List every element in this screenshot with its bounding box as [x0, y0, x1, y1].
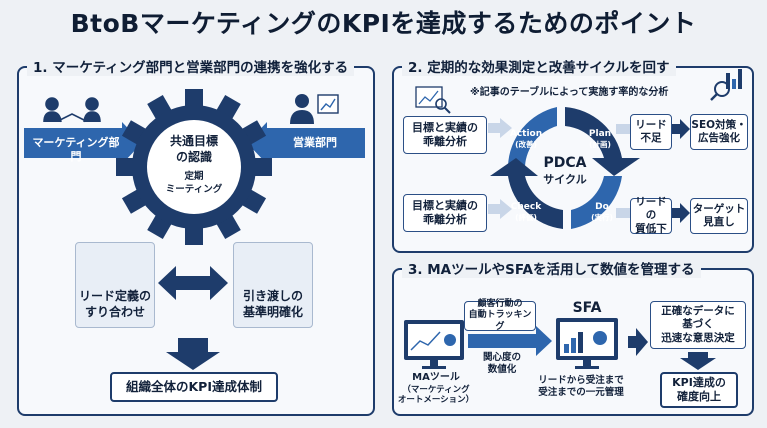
kpi-certainty-line2: 確度向上 [677, 390, 721, 403]
sfa-title: SFA [572, 300, 602, 316]
interest-score-line1: 関心度の [482, 352, 521, 363]
auto-tracking-line2: 自動トラッキング [468, 310, 532, 332]
fix-seo-ads-line2: 広告強化 [698, 132, 740, 144]
issue-lead-shortage: リード 不足 [630, 114, 672, 150]
issue-lead-quality-line2: 質低下 [635, 222, 667, 235]
pdca-plan: Plan (計画) [580, 129, 620, 150]
ma-tool-line2: （マーケティング [402, 384, 470, 395]
pdca-check-label: Check [510, 202, 542, 212]
pdca-plan-sub: (計画) [589, 140, 611, 150]
fix-seo-ads: SEO対策・ 広告強化 [690, 114, 748, 150]
handover-criteria-card [233, 242, 313, 328]
gap-analysis-bottom-line1: 目標と実績の [412, 199, 478, 213]
data-driven-decision-line1: 正確なデータに [661, 305, 735, 318]
sfa-description: リードから受注まで 受注までの一元管理 [526, 375, 636, 399]
lead-definition-card [75, 242, 155, 328]
interest-score-line2: 数値化 [487, 363, 517, 375]
kpi-system-result-text: 組織全体のKPI達成体制 [126, 379, 262, 395]
sfa-description-line2: 受注までの一元管理 [538, 386, 624, 398]
gear-title-line1: 共通目標 [169, 134, 218, 148]
page-title: BtoBマーケティングのKPIを達成するためのポイント [70, 9, 697, 38]
pdca-do-sub: (実行) [591, 213, 613, 223]
ma-dashboard-icon [404, 320, 464, 369]
issue-lead-shortage-line1: リード [635, 118, 667, 131]
kpi-certainty-result: KPI達成の 確度向上 [660, 372, 738, 408]
decision-down-arrow [680, 352, 716, 370]
kpi-system-result: 組織全体のKPI達成体制 [110, 372, 278, 402]
pdca-plan-label: Plan [588, 129, 612, 139]
pdca-connector-1 [488, 118, 512, 138]
gear-sub-line2: ミーティング [165, 184, 223, 195]
double-arrow [158, 266, 228, 300]
pdca-center-line2: サイクル [543, 173, 587, 186]
auto-tracking-box: 顧客行動の 自動トラッキング [464, 299, 536, 332]
ma-tool-label: MAツール （マーケティング オートメーション） [396, 372, 476, 406]
interest-score: 関心度の 数値化 [472, 352, 532, 376]
gap-analysis-top-line2: 乖離分析 [423, 135, 467, 148]
pdca-action: Action (改善) [504, 129, 548, 150]
down-arrow [166, 338, 220, 370]
fix-target-review-line1: ターゲット [692, 202, 746, 215]
gap-analysis-top-line1: 目標と実績の [412, 121, 478, 135]
ma-tool-line1: MAツール [412, 372, 460, 383]
lead-definition-line2: すり合わせ [84, 305, 145, 319]
handshake-icon [43, 97, 101, 123]
magnifier-chart-icon-right [710, 69, 742, 101]
pdca-cycle-ring [490, 107, 640, 229]
gear-title-line2: の認識 [175, 150, 212, 164]
issue-lead-shortage-line2: 不足 [640, 132, 662, 144]
auto-tracking-line1: 顧客行動の [477, 299, 523, 310]
gear-sub-line1: 定期 [184, 171, 204, 182]
sfa-to-decision-arrow [628, 328, 648, 356]
sales-dept-label: 営業部門 [293, 136, 337, 149]
pdca-check: Check (評価) [504, 202, 548, 223]
data-driven-decision-line2: 基づく [682, 318, 714, 331]
data-driven-decision-line3: 迅速な意思決定 [661, 331, 735, 344]
ma-tool-line3: オートメーション） [397, 395, 475, 406]
section-collaboration-heading: 1. マーケティング部門と営業部門の連携を強化する [27, 56, 355, 76]
ma-to-sfa-arrow [468, 326, 552, 356]
fix-target-review-line2: 見直し [703, 216, 735, 228]
pdca-check-sub: (評価) [515, 213, 537, 223]
gap-analysis-bottom-line2: 乖離分析 [423, 213, 467, 226]
lead-definition-line1: リード定義の [78, 289, 151, 303]
section-tools-heading: 3. MAツールやSFAを活用して数値を管理する [402, 258, 701, 278]
pdca-connector-3 [616, 124, 630, 134]
pdca-center-line1: PDCA [543, 155, 587, 171]
sfa-description-line1: リードから受注まで [538, 375, 624, 386]
pdca-connector-5 [616, 208, 630, 218]
data-driven-decision: 正確なデータに 基づく 迅速な意思決定 [650, 301, 746, 349]
magnifier-chart-icon-left [415, 86, 451, 114]
kpi-certainty-line1: KPI達成の [672, 376, 726, 390]
sales-arrow [247, 122, 365, 164]
issue-lead-quality: リードの 質低下 [630, 196, 672, 235]
issue-lead-quality-line1: リードの [635, 196, 667, 222]
handover-criteria-line2: 基準明確化 [242, 305, 303, 319]
pdca-connector-4 [672, 119, 690, 139]
gap-analysis-bottom: 目標と実績の 乖離分析 [403, 194, 487, 232]
fix-target-review: ターゲット 見直し [690, 198, 748, 234]
pdca-do-label: Do [595, 202, 609, 212]
pdca-note: ※記事のテーブルによって実施す率的な分析 [470, 87, 669, 98]
handover-criteria-line1: 引き渡しの [242, 289, 303, 303]
salesperson-icon [290, 94, 339, 124]
marketing-dept-label: マーケティング部門 [32, 136, 120, 163]
fix-seo-ads-line1: SEO対策・ [691, 118, 747, 131]
pdca-connector-2 [488, 199, 512, 219]
gap-analysis-top: 目標と実績の 乖離分析 [403, 116, 487, 154]
gear-icon [116, 89, 272, 245]
section-pdca-heading: 2. 定期的な効果測定と改善サイクルを回す [402, 56, 676, 76]
pdca-do: Do (実行) [582, 202, 622, 223]
pdca-action-sub: (改善) [515, 140, 537, 150]
marketing-arrow [24, 122, 142, 164]
pdca-connector-6 [672, 203, 690, 223]
pdca-action-label: Action [509, 129, 543, 139]
sfa-dashboard-icon [556, 318, 618, 369]
